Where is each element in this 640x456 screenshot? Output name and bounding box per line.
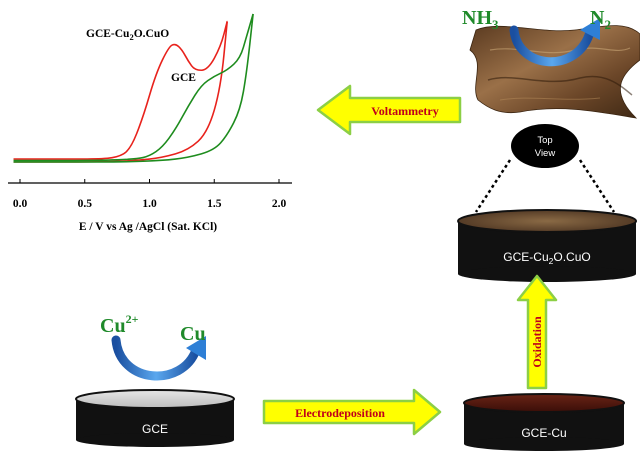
x-tick-label: 0.0 (13, 198, 28, 210)
electrodeposition-label: Electrodeposition (295, 406, 385, 420)
top-view-text-2: View (535, 148, 556, 159)
electrode-oxide-label: GCE-Cu2O.CuO (503, 250, 590, 266)
series-0-reverse-line (13, 21, 228, 163)
cu-ion-label: Cu2+ (100, 312, 139, 337)
series-0-forward-line (13, 21, 228, 160)
voltammetry-arrow: Voltammetry (316, 84, 462, 136)
electrode-gce-cu2o-cuo: GCE-Cu2O.CuO (457, 209, 637, 282)
electrode-gce: GCE (75, 389, 235, 447)
label-gce: GCE (171, 72, 196, 84)
cu-label: Cu (180, 323, 206, 345)
series-group (13, 13, 254, 163)
x-tick-label: 2.0 (272, 198, 287, 210)
series-1-forward-line (13, 13, 254, 162)
voltammetry-label: Voltammetry (371, 104, 439, 118)
oxide-surface (469, 25, 640, 119)
label-gce-cu2o-cuo: GCE-Cu2O.CuO (86, 28, 169, 42)
nh3-n2-arrow (509, 18, 600, 67)
electrodeposition-arrow: Electrodeposition (262, 388, 442, 436)
top-view-text-1: Top (537, 135, 552, 146)
n2-label: N2 (590, 7, 611, 32)
cv-chart: 0.0 0.5 1.0 1.5 2.0 E / V vs Ag /AgCl (Sat. … (8, 13, 292, 233)
x-tick-label: 0.5 (78, 198, 93, 210)
oxidation-arrow: Oxidation (516, 274, 558, 390)
x-ticks (19, 179, 280, 183)
x-tick-label: 1.0 (142, 198, 157, 210)
series-1-reverse-line (13, 13, 254, 163)
cu-deposition-arrow (111, 335, 206, 381)
x-tick-labels: 0.0 0.5 1.0 1.5 2.0 (13, 198, 287, 210)
electrode-gce-cu: GCE-Cu (463, 393, 625, 451)
electrode-gce-cu-label: GCE-Cu (521, 426, 566, 440)
top-view-callout: Top View (474, 124, 616, 213)
x-tick-label: 1.5 (207, 198, 222, 210)
x-axis-label: E / V vs Ag /AgCl (Sat. KCl) (79, 221, 217, 233)
electrode-gce-label: GCE (142, 422, 168, 436)
nh3-label: NH3 (462, 7, 499, 32)
oxidation-label: Oxidation (530, 316, 544, 368)
